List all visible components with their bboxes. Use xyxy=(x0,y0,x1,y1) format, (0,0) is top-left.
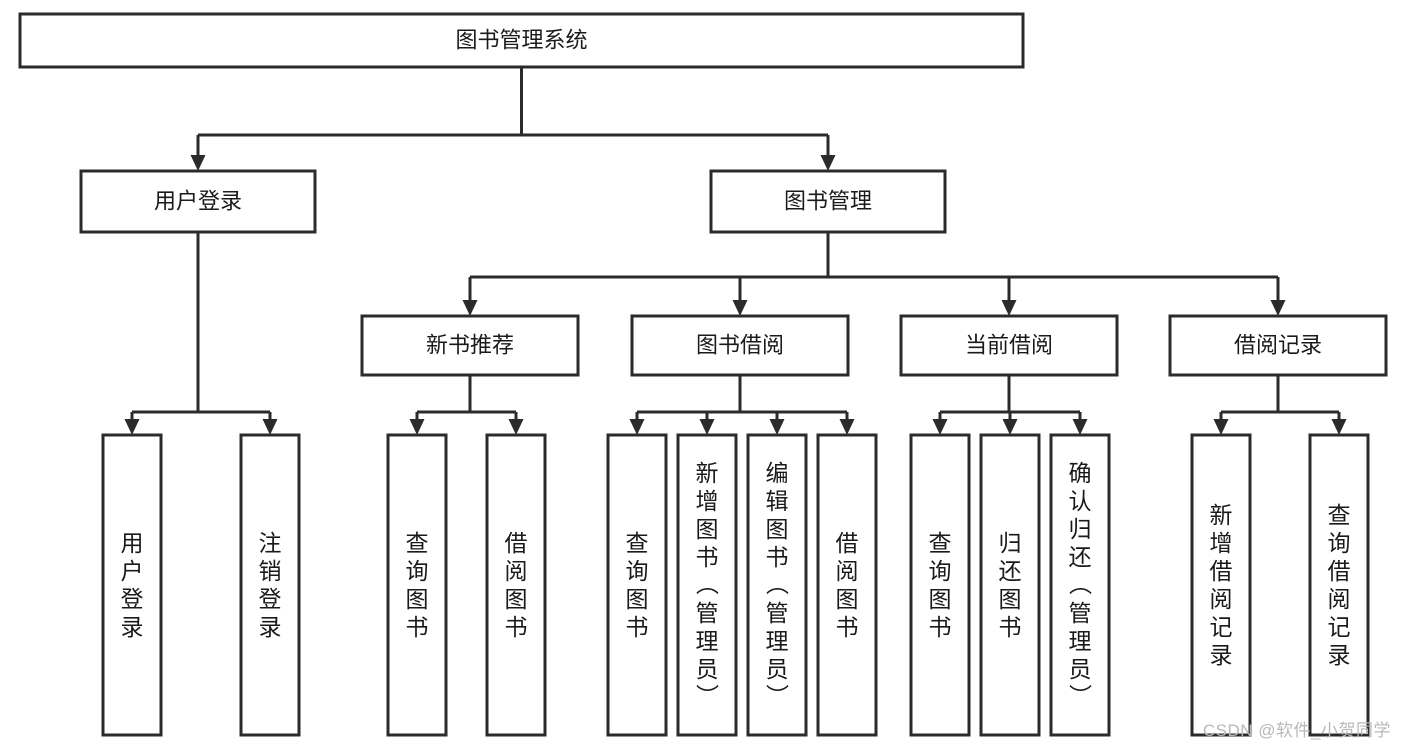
node-box-user-login[interactable] xyxy=(79,169,317,234)
leaf-box-leaf-add-record[interactable] xyxy=(1190,433,1252,737)
node-new-book-recommend[interactable]: 新书推荐 xyxy=(360,314,580,377)
node-label-user-login: 用户登录 xyxy=(154,188,242,213)
leaf-box-leaf-return-book[interactable] xyxy=(979,433,1041,737)
leaf-box-leaf-add-book[interactable] xyxy=(676,433,738,737)
leaf-label-leaf-return-book: 归还图书 xyxy=(999,530,1022,640)
arrow-head-icon xyxy=(1331,419,1347,435)
leaf-leaf-confirm-return[interactable]: 确认归还（管理员） xyxy=(1049,433,1111,737)
leaf-leaf-edit-book[interactable]: 编辑图书（管理员） xyxy=(746,433,808,737)
leaf-leaf-logout-login[interactable]: 注销登录 xyxy=(239,433,301,737)
arrow-head-icon xyxy=(932,419,948,435)
arrow-head-icon xyxy=(1002,419,1018,435)
leaf-leaf-borrow-book-2[interactable]: 借阅图书 xyxy=(816,433,878,737)
arrow-head-icon xyxy=(190,155,206,171)
arrow-head-icon xyxy=(409,419,425,435)
leaf-box-leaf-user-login[interactable] xyxy=(101,433,163,737)
leaf-leaf-return-book[interactable]: 归还图书 xyxy=(979,433,1041,737)
arrow-head-icon xyxy=(508,419,524,435)
node-box-borrow-record[interactable] xyxy=(1168,314,1388,377)
node-layer: 图书管理系统用户登录图书管理新书推荐图书借阅当前借阅借阅记录用户登录注销登录查询… xyxy=(18,12,1388,737)
arrow-head-icon xyxy=(462,300,478,316)
node-box-current-borrow[interactable] xyxy=(899,314,1119,377)
node-box-new-book-recommend[interactable] xyxy=(360,314,580,377)
leaf-leaf-add-record[interactable]: 新增借阅记录 xyxy=(1190,433,1252,737)
leaf-box-leaf-borrow-book-1[interactable] xyxy=(485,433,547,737)
leaf-label-leaf-confirm-return: 确认归还（管理员） xyxy=(1069,460,1093,710)
arrow-head-icon xyxy=(699,419,715,435)
node-box-root[interactable] xyxy=(18,12,1025,69)
node-label-new-book-recommend: 新书推荐 xyxy=(426,332,514,357)
leaf-label-leaf-add-book: 新增图书（管理员） xyxy=(696,460,720,710)
leaf-box-leaf-edit-book[interactable] xyxy=(746,433,808,737)
leaf-leaf-borrow-book-1[interactable]: 借阅图书 xyxy=(485,433,547,737)
leaf-leaf-user-login[interactable]: 用户登录 xyxy=(101,433,163,737)
leaf-label-leaf-user-login: 用户登录 xyxy=(121,530,144,640)
leaf-box-leaf-confirm-return[interactable] xyxy=(1049,433,1111,737)
node-user-login[interactable]: 用户登录 xyxy=(79,169,317,234)
arrow-head-icon xyxy=(839,419,855,435)
leaf-label-leaf-query-book-2: 查询图书 xyxy=(626,530,649,640)
node-root[interactable]: 图书管理系统 xyxy=(18,12,1025,69)
node-label-book-manage: 图书管理 xyxy=(784,188,872,213)
node-label-current-borrow: 当前借阅 xyxy=(965,332,1053,357)
leaf-leaf-query-book-3[interactable]: 查询图书 xyxy=(909,433,971,737)
arrow-head-icon xyxy=(820,155,836,171)
arrow-head-icon xyxy=(629,419,645,435)
leaf-leaf-query-record[interactable]: 查询借阅记录 xyxy=(1308,433,1370,737)
node-book-manage[interactable]: 图书管理 xyxy=(709,169,947,234)
node-label-borrow-record: 借阅记录 xyxy=(1234,332,1322,357)
arrow-head-icon xyxy=(1270,300,1286,316)
node-label-book-borrow: 图书借阅 xyxy=(696,332,784,357)
node-box-book-borrow[interactable] xyxy=(630,314,850,377)
arrow-head-icon xyxy=(732,300,748,316)
node-box-book-manage[interactable] xyxy=(709,169,947,234)
leaf-box-leaf-query-book-2[interactable] xyxy=(606,433,668,737)
leaf-box-leaf-logout-login[interactable] xyxy=(239,433,301,737)
node-label-root: 图书管理系统 xyxy=(455,27,587,52)
arrow-head-icon xyxy=(769,419,785,435)
leaf-box-leaf-borrow-book-2[interactable] xyxy=(816,433,878,737)
node-current-borrow[interactable]: 当前借阅 xyxy=(899,314,1119,377)
arrow-head-icon xyxy=(1072,419,1088,435)
leaf-box-leaf-query-record[interactable] xyxy=(1308,433,1370,737)
leaf-label-leaf-query-book-3: 查询图书 xyxy=(929,530,952,640)
leaf-box-leaf-query-book-3[interactable] xyxy=(909,433,971,737)
arrow-head-icon xyxy=(124,419,140,435)
node-book-borrow[interactable]: 图书借阅 xyxy=(630,314,850,377)
leaf-label-leaf-borrow-book-2: 借阅图书 xyxy=(836,530,859,640)
leaf-label-leaf-query-record: 查询借阅记录 xyxy=(1328,502,1351,668)
leaf-label-leaf-borrow-book-1: 借阅图书 xyxy=(505,530,528,640)
leaf-label-leaf-edit-book: 编辑图书（管理员） xyxy=(766,460,790,710)
arrow-head-icon xyxy=(1213,419,1229,435)
node-borrow-record[interactable]: 借阅记录 xyxy=(1168,314,1388,377)
csdn-watermark: CSDN @软件_小贺同学 xyxy=(1202,721,1391,740)
leaf-leaf-add-book[interactable]: 新增图书（管理员） xyxy=(676,433,738,737)
leaf-leaf-query-book-2[interactable]: 查询图书 xyxy=(606,433,668,737)
connector-layer xyxy=(124,67,1347,435)
leaf-label-leaf-add-record: 新增借阅记录 xyxy=(1210,502,1233,668)
leaf-label-leaf-logout-login: 注销登录 xyxy=(259,530,282,640)
arrow-head-icon xyxy=(262,419,278,435)
arrow-head-icon xyxy=(1001,300,1017,316)
leaf-leaf-query-book-1[interactable]: 查询图书 xyxy=(386,433,448,737)
leaf-box-leaf-query-book-1[interactable] xyxy=(386,433,448,737)
leaf-label-leaf-query-book-1: 查询图书 xyxy=(406,530,429,640)
